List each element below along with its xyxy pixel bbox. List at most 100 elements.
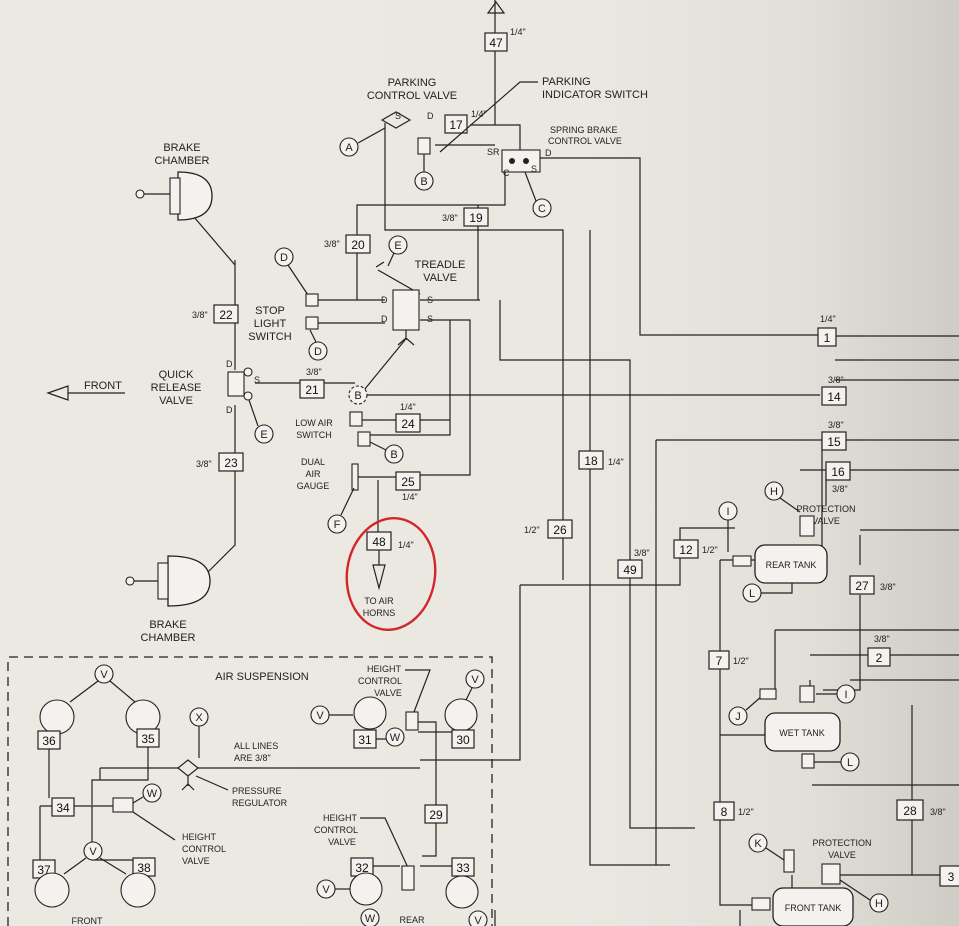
box-36: 36 [37, 730, 61, 750]
size-23: 3/8" [196, 459, 212, 469]
callout-i-middle: I [836, 684, 856, 704]
callout-x: X [189, 707, 209, 727]
svg-text:ALL LINES: ALL LINES [234, 741, 278, 751]
rear-suspension-label: REAR [399, 915, 425, 925]
callout-v-rear-bottom-right: V [468, 910, 488, 926]
size-24: 1/4" [400, 402, 416, 412]
svg-text:V: V [316, 710, 324, 722]
svg-text:D: D [314, 346, 322, 358]
size-15: 3/8" [828, 420, 844, 430]
callout-d-top: D [274, 247, 294, 267]
svg-text:CHAMBER: CHAMBER [140, 632, 195, 644]
svg-text:B: B [420, 176, 427, 188]
svg-text:X: X [195, 712, 203, 724]
front-tank: FRONT TANK [772, 887, 854, 926]
size-27: 3/8" [880, 582, 896, 592]
callout-c: C [532, 198, 552, 218]
callout-e-treadle: E [388, 235, 408, 255]
svg-text:W: W [365, 913, 376, 925]
box-24: 24 [395, 413, 421, 433]
size-14: 3/8" [828, 375, 844, 385]
box-38: 38 [132, 857, 156, 877]
brake-chamber-bottom-label: BRAKE CHAMBER [140, 619, 195, 644]
port-d-treadle-2: D [381, 314, 388, 324]
svg-text:28: 28 [903, 804, 917, 818]
box-16: 16 [825, 461, 851, 481]
box-35: 35 [136, 728, 160, 748]
protection-valve-top-label: PROTECTION VALVE [796, 504, 855, 526]
air-suspension-title: AIR SUSPENSION [215, 671, 309, 683]
callout-w-rear-bottom: W [360, 908, 380, 926]
box-7: 7 [708, 650, 730, 670]
size-25: 1/4" [402, 492, 418, 502]
svg-text:L: L [749, 588, 755, 600]
svg-text:PRESSURE: PRESSURE [232, 786, 282, 796]
svg-text:48: 48 [372, 535, 386, 549]
callout-e-qr: E [254, 424, 274, 444]
svg-text:7: 7 [716, 654, 723, 668]
box-34: 34 [51, 797, 75, 817]
box-30: 30 [451, 729, 475, 749]
svg-text:STOP: STOP [255, 305, 285, 317]
size-18: 1/4" [608, 457, 624, 467]
port-s-treadle-2: S [427, 314, 433, 324]
svg-text:15: 15 [827, 435, 841, 449]
wet-tank-valve-icon [799, 685, 815, 703]
protection-valve-top-icon [799, 515, 815, 537]
svg-text:LOW AIR: LOW AIR [295, 418, 333, 428]
svg-text:VALVE: VALVE [812, 516, 840, 526]
air-suspension-boundary [7, 656, 493, 926]
box-2: 2 [867, 647, 891, 667]
svg-text:CONTROL VALVE: CONTROL VALVE [548, 136, 622, 146]
svg-text:L: L [847, 757, 853, 769]
svg-text:47: 47 [489, 36, 503, 50]
svg-text:V: V [322, 884, 330, 896]
box-21: 21 [299, 379, 325, 399]
wet-tank: WET TANK [764, 712, 841, 752]
svg-text:22: 22 [219, 308, 233, 322]
svg-text:CONTROL: CONTROL [314, 825, 358, 835]
svg-text:PARKING: PARKING [542, 76, 591, 88]
callout-w-rear-top: W [385, 727, 405, 747]
box-32: 32 [350, 857, 374, 877]
callout-a: A [339, 137, 359, 157]
box-26: 26 [547, 519, 573, 539]
dual-air-gauge-icon [351, 463, 396, 491]
arrow-up-icon [486, 0, 506, 14]
svg-text:INDICATOR SWITCH: INDICATOR SWITCH [542, 89, 648, 101]
svg-text:26: 26 [553, 523, 567, 537]
svg-text:34: 34 [56, 801, 70, 815]
svg-text:38: 38 [137, 861, 151, 875]
svg-text:E: E [260, 429, 267, 441]
svg-text:H: H [770, 486, 778, 498]
box-19: 19 [463, 207, 489, 227]
box-20: 20 [345, 234, 371, 254]
svg-text:D: D [280, 252, 288, 264]
box-17: 17 [444, 114, 468, 134]
port-s-qr: S [254, 375, 260, 385]
svg-text:BRAKE: BRAKE [149, 619, 186, 631]
svg-text:V: V [89, 846, 97, 858]
svg-text:BRAKE: BRAKE [163, 142, 200, 154]
svg-text:RELEASE: RELEASE [151, 382, 202, 394]
callout-l-middle: L [840, 752, 860, 772]
svg-text:GAUGE: GAUGE [297, 481, 330, 491]
air-horns-highlight [345, 517, 437, 631]
air-spring-31 [353, 696, 387, 730]
svg-text:17: 17 [449, 118, 463, 132]
svg-text:CONTROL: CONTROL [182, 844, 226, 854]
box-8: 8 [713, 801, 735, 821]
callout-b-top: B [414, 171, 434, 191]
port-d-parking: D [427, 111, 434, 121]
size-17: 1/4" [471, 109, 487, 119]
svg-text:3: 3 [948, 870, 955, 884]
svg-text:W: W [147, 788, 158, 800]
svg-text:FRONT TANK: FRONT TANK [785, 903, 842, 913]
size-47: 1/4" [510, 27, 526, 37]
quick-release-valve-icon [227, 367, 253, 401]
svg-text:HEIGHT: HEIGHT [367, 664, 402, 674]
svg-text:CONTROL: CONTROL [358, 676, 402, 686]
svg-text:REGULATOR: REGULATOR [232, 798, 288, 808]
all-lines-label: ALL LINES ARE 3/8" [234, 741, 278, 763]
